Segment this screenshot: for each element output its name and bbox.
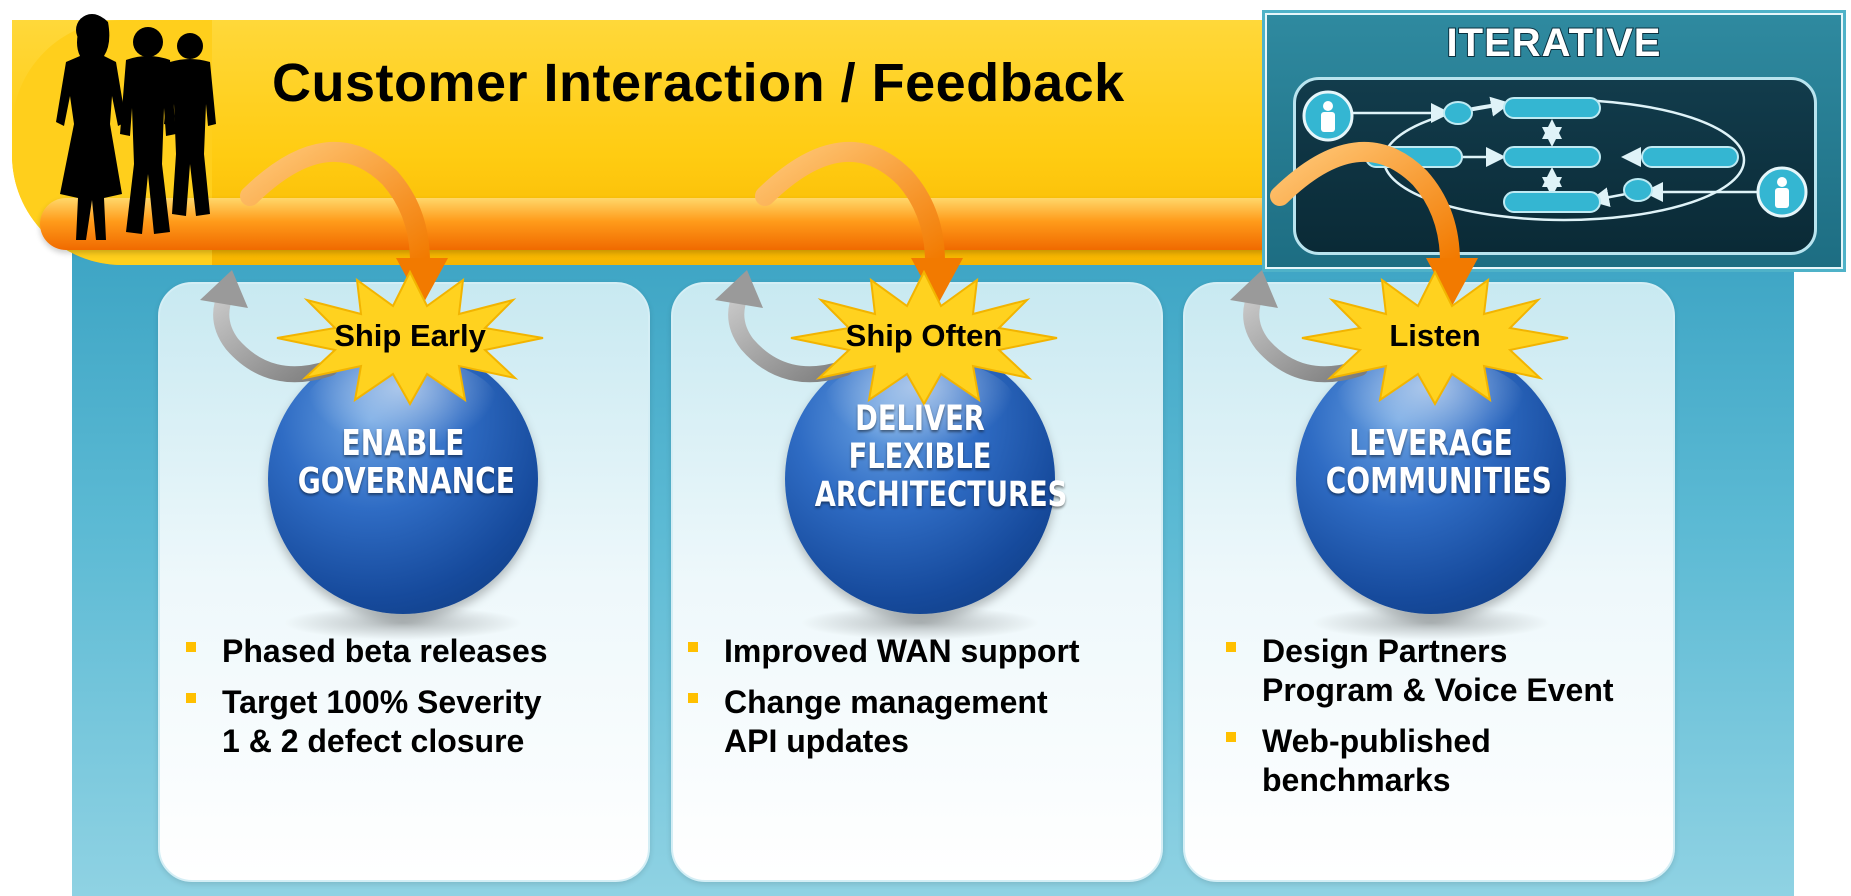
bullet-text: benchmarks: [1262, 762, 1451, 798]
sphere-label-line: ENABLE: [341, 423, 465, 464]
starburst-icon: [1301, 270, 1569, 406]
sphere-deliver-flexible-architectures: DELIVER FLEXIBLE ARCHITECTURES: [785, 344, 1068, 614]
bullet-text: Program & Voice Event: [1262, 672, 1614, 708]
starburst-icon: [790, 270, 1058, 406]
bullet-text: Target 100% Severity: [222, 684, 542, 720]
workflow-cycle-diagram-icon: [1302, 90, 1808, 222]
feedback-stream-bar: [40, 198, 1410, 250]
people-silhouette-icon: [56, 14, 216, 241]
sphere-label-line: COMMUNITIES: [1325, 461, 1552, 502]
page-title: Customer Interaction / Feedback: [272, 53, 1125, 113]
sphere-label-line: FLEXIBLE: [848, 437, 992, 477]
starburst-icon: [276, 270, 544, 406]
sphere-label-line: LEVERAGE: [1349, 423, 1513, 464]
burst-label-ship-early: Ship Early: [334, 318, 486, 353]
iterative-title: ITERATIVE: [1446, 20, 1662, 66]
bullet-item: Improved WAN support: [684, 632, 1104, 671]
bullet-square-icon: [1226, 642, 1236, 652]
sphere-label-line: DELIVER: [855, 399, 985, 439]
bullet-text: Phased beta releases: [222, 633, 548, 669]
bullet-square-icon: [186, 642, 196, 652]
bullet-square-icon: [186, 693, 196, 703]
bullet-text: Change management: [724, 684, 1048, 720]
bullet-square-icon: [688, 642, 698, 652]
bullet-item: Phased beta releases: [182, 632, 602, 671]
bullet-list: Phased beta releases Target 100% Severit…: [182, 632, 602, 773]
iterative-panel: ITERATIVE: [1262, 10, 1846, 272]
bullet-text: API updates: [724, 723, 909, 759]
bullet-text: Design Partners: [1262, 633, 1508, 669]
sphere-label-line: GOVERNANCE: [297, 461, 515, 502]
bullet-text: Improved WAN support: [724, 633, 1080, 669]
burst-label-listen: Listen: [1389, 318, 1481, 353]
bullet-text: Web-published: [1262, 723, 1491, 759]
bullet-square-icon: [688, 693, 698, 703]
bullet-text: 1 & 2 defect closure: [222, 723, 525, 759]
loop-arrow-icon: [200, 141, 448, 383]
iterative-screen: [1293, 77, 1817, 255]
bullet-square-icon: [1226, 732, 1236, 742]
loop-arrow-icon: [1230, 141, 1478, 383]
burst-label-ship-often: Ship Often: [845, 318, 1003, 353]
sphere-enable-governance: ENABLE GOVERNANCE: [268, 344, 538, 614]
sphere-label-line: ARCHITECTURES: [814, 475, 1068, 515]
